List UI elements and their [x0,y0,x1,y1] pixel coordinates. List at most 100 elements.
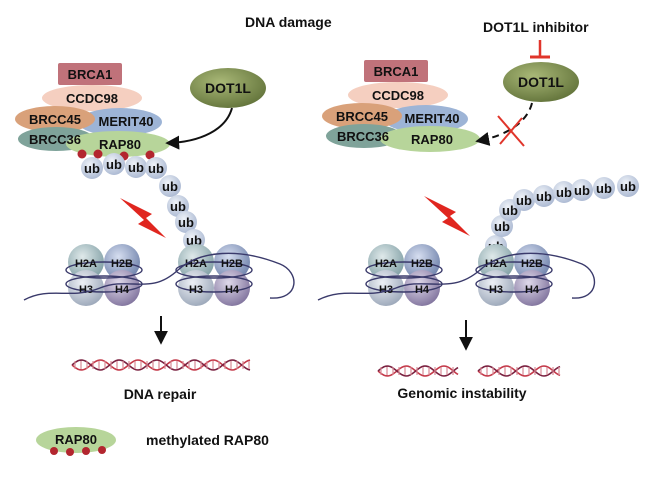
rap80-right-ellipse [380,126,480,152]
dna-strand-left [23,252,295,301]
lightning-right-icon [424,196,470,236]
dna-wrap [65,261,143,279]
right-ubiquitin-chain: ububububububububub [485,175,639,257]
brca1-right-label: BRCA1 [374,64,419,79]
histone-label: H2A [75,258,97,270]
histone-label: H3 [79,284,93,296]
ubiquitin-label: ub [516,193,532,208]
rap80-label: RAP80 [99,137,141,152]
ubiquitin-bead [159,175,181,197]
merit40-ellipse [78,108,162,136]
brcc45-label: BRCC45 [29,112,81,127]
histone-label: H4 [525,284,540,296]
ubiquitin-label: ub [620,179,636,194]
ubiquitin-label: ub [596,181,612,196]
dna-damage-title: DNA damage [245,14,332,30]
histone-label: H3 [489,284,503,296]
dot1l-left-ellipse [190,68,266,108]
ccdc98-label: CCDC98 [66,91,118,106]
legend-methyl-mark [50,447,58,455]
brcc45-right-label: BRCC45 [336,109,388,124]
dna-wrap [175,275,253,293]
right-brca1-complex: BRCA1 CCDC98 MERIT40 BRCC45 BRCC36 RAP80 [322,60,480,152]
helix-strand [377,365,459,377]
ccdc98-ellipse [42,85,142,111]
legend-methyl-mark [82,447,90,455]
dot1l-right-ellipse [503,62,579,102]
dot1l-blocked-arrow [475,102,533,146]
merit40-right-label: MERIT40 [405,111,460,126]
dot1l-right-label: DOT1L [518,74,564,90]
methyl-mark [77,149,87,159]
rap80-right-label: RAP80 [411,132,453,147]
legend-methyl-mark [66,448,74,456]
ubiquitin-label: ub [170,199,186,214]
dna-helix-left [71,359,251,371]
ubiquitin-label: ub [536,189,552,204]
methyl-mark [145,150,155,160]
ubiquitin-label: ub [84,161,100,176]
brca1-label: BRCA1 [68,67,113,82]
legend-rap80-ellipse [36,427,116,453]
helix-strand [477,365,561,377]
inhibition-bar [530,40,550,59]
dot1l-inhibitor-label: DOT1L inhibitor [483,19,589,35]
ubiquitin-label: ub [494,219,510,234]
ubiquitin-bead [593,177,615,199]
left-brca1-complex: BRCA1 CCDC98 MERIT40 BRCC45 BRCC36 RAP80 [15,63,170,161]
histone-subunit [404,244,440,280]
nucleosome-right-2: H2A H2B H3 H4 [475,244,553,306]
methyl-mark [93,149,103,159]
ubiquitin-bead [125,156,147,178]
ubiquitin-label: ub [148,161,164,176]
ubiquitin-label: ub [574,183,590,198]
brca1-box-right [364,60,428,82]
histone-label: H2B [521,258,543,270]
ccdc98-right-ellipse [348,82,448,108]
ubiquitin-bead [145,157,167,179]
dna-repair-label: DNA repair [124,386,197,402]
histone-label: H4 [115,284,130,296]
helix-strand [71,359,251,371]
helix-strand [71,359,251,371]
ubiquitin-bead [103,153,125,175]
helix-strand [477,365,561,377]
dna-wrap [365,261,443,279]
ubiquitin-label: ub [178,215,194,230]
histone-subunit [104,244,140,280]
block-cross-icon [497,115,525,147]
legend: RAP80 methylated RAP80 [36,427,269,456]
histone-label: H3 [379,284,393,296]
ubiquitin-bead [175,211,197,233]
dot1l-left-label: DOT1L [205,80,251,96]
genomic-instability-label: Genomic instability [397,385,526,401]
ubiquitin-bead [513,189,535,211]
histone-label: H2B [221,258,243,270]
brcc45-right-ellipse [322,103,402,129]
ubiquitin-bead [553,181,575,203]
ubiquitin-bead [617,175,639,197]
histone-label: H2A [185,258,207,270]
ubiquitin-label: ub [556,185,572,200]
merit40-right-ellipse [384,105,468,133]
brcc36-label: BRCC36 [29,132,81,147]
histone-label: H2A [485,258,507,270]
merit40-label: MERIT40 [99,114,154,129]
dna-wrap [175,261,253,279]
brcc36-right-label: BRCC36 [337,129,389,144]
histone-label: H3 [189,284,203,296]
legend-methyl-mark [98,446,106,454]
brca1-box [58,63,122,85]
ubiquitin-bead [81,157,103,179]
legend-description: methylated RAP80 [146,432,269,448]
histone-label: H4 [415,284,430,296]
ubiquitin-label: ub [502,203,518,218]
brcc45-ellipse [15,106,95,132]
histone-subunit [368,244,404,280]
histone-label: H2B [411,258,433,270]
lightning-left-icon [120,198,166,238]
histone-subunit [178,244,214,280]
legend-rap80-label: RAP80 [55,432,97,447]
